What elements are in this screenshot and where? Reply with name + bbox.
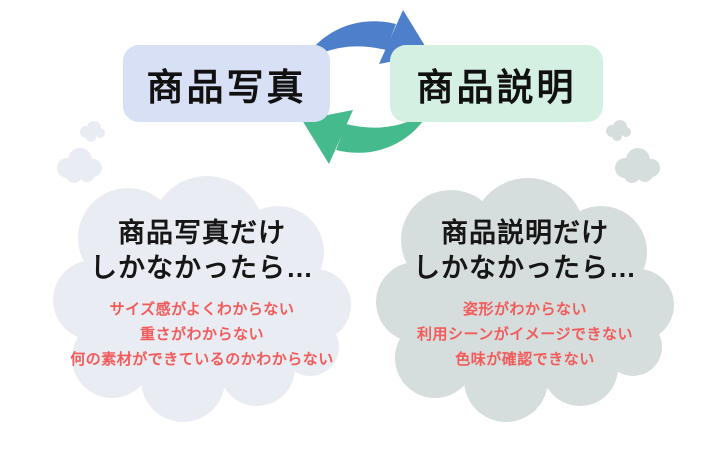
bottom-cycle-arrow-icon <box>302 110 429 164</box>
left-cloud-text: 商品写真だけ しかなかったら… サイズ感がよくわからない 重さがわからない 何の… <box>57 216 347 372</box>
product-description-label: 商品説明 <box>416 66 577 108</box>
right-cloud-problem-3: 色味が確認できない <box>455 351 595 368</box>
left-cloud-problem-list: サイズ感がよくわからない 重さがわからない 何の素材ができているのかわからない <box>57 297 347 372</box>
right-cloud-tail-puff-small <box>606 120 631 141</box>
left-cloud-title: 商品写真だけ しかなかったら… <box>57 216 347 286</box>
right-cloud-tail-puff-medium <box>615 148 660 183</box>
left-cloud-problem-3: 何の素材ができているのかわからない <box>70 351 334 368</box>
product-photo-label: 商品写真 <box>146 66 307 108</box>
left-thought-cloud <box>53 176 351 422</box>
right-cloud-title-line1: 商品説明だけ <box>441 218 609 248</box>
right-cloud-title-line2: しかなかったら… <box>413 253 637 283</box>
left-cloud-title-line2: しかなかったら… <box>90 253 314 283</box>
right-cloud-text: 商品説明だけ しかなかったら… 姿形がわからない 利用シーンがイメージできない … <box>380 216 670 372</box>
right-cloud-title: 商品説明だけ しかなかったら… <box>380 216 670 286</box>
product-photo-box: 商品写真 <box>123 45 330 122</box>
right-cloud-problem-list: 姿形がわからない 利用シーンがイメージできない 色味が確認できない <box>380 297 670 372</box>
left-cloud-tail-puff-small <box>80 121 105 142</box>
left-cloud-title-line1: 商品写真だけ <box>118 218 286 248</box>
left-cloud-tail-puff-medium <box>57 148 102 183</box>
right-cloud-problem-2: 利用シーンがイメージできない <box>417 326 633 343</box>
right-thought-cloud <box>376 178 674 422</box>
right-cloud-problem-1: 姿形がわからない <box>462 301 587 318</box>
product-description-box: 商品説明 <box>390 45 603 122</box>
left-cloud-problem-1: サイズ感がよくわからない <box>109 301 295 318</box>
left-cloud-problem-2: 重さがわからない <box>139 326 264 343</box>
